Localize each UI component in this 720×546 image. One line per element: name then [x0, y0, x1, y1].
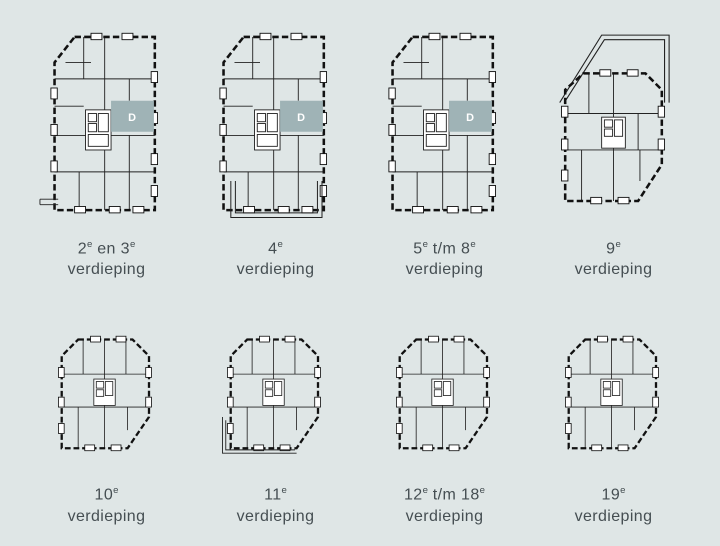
floorplan-drawing-9: [545, 26, 682, 222]
floor-label-5-8: 5e t/m 8e verdieping: [406, 234, 484, 280]
floor-label-9: 9e verdieping: [575, 234, 653, 280]
floorplan-cell-4: D 4e verdieping: [191, 26, 360, 280]
floor-label-12-18: 12e t/m 18e verdieping: [404, 480, 485, 526]
floorplan-cell-11: 11e verdieping: [191, 314, 360, 526]
floor-label-line2: verdieping: [67, 507, 146, 525]
floor-label-11: 11e verdieping: [237, 480, 315, 526]
floorplan-drawing-2-3: D: [39, 26, 175, 222]
base-plan-c: [58, 337, 151, 451]
floorplan-grid: D 2e en 3e verdieping D 4e verdieping: [22, 0, 720, 526]
floor-label-2-3: 2e en 3e verdieping: [68, 234, 146, 280]
floorplan-cell-9: 9e verdieping: [529, 26, 698, 280]
floorplan-drawing-12-18: [383, 328, 507, 468]
floorplan-cell-2-3: D 2e en 3e verdieping: [22, 26, 191, 280]
floor-label-line1: 9e: [606, 239, 621, 258]
floorplan-drawing-4: D: [207, 26, 344, 218]
floor-label-line1: 12e t/m 18e: [403, 485, 485, 504]
floor-label-line2: verdieping: [574, 507, 653, 525]
floorplan-cell-5-8: D 5e t/m 8e verdieping: [360, 26, 529, 280]
floorplan-cell-12-18: 12e t/m 18e verdieping: [360, 314, 529, 526]
floorplan-drawing-19: [552, 328, 676, 468]
floor-label-line2: verdieping: [236, 261, 315, 279]
floorplan-drawing-10: [45, 328, 169, 468]
ground-extension-outline: [39, 198, 59, 206]
floorplan-cell-10: 10e verdieping: [22, 314, 191, 526]
floor-label-line2: verdieping: [405, 507, 484, 525]
floor-label-line2: verdieping: [574, 261, 653, 279]
floor-label-4: 4e verdieping: [237, 234, 315, 280]
floor-label-line1: 5e t/m 8e: [413, 239, 476, 258]
unit-d-highlight: D: [449, 100, 492, 132]
floor-label-line1: 10e: [94, 485, 119, 504]
floor-label-line1: 11e: [264, 485, 287, 504]
unit-d-highlight: D: [111, 100, 154, 132]
floor-label-line2: verdieping: [236, 507, 315, 525]
unit-d-label: D: [128, 112, 136, 124]
floor-label-line2: verdieping: [67, 261, 146, 279]
base-plan-c: [227, 337, 320, 451]
floorplan-cell-19: 19e verdieping: [529, 314, 698, 526]
floor-label-line1: 19e: [601, 485, 626, 504]
unit-d-highlight: D: [280, 100, 323, 132]
floor-label-19: 19e verdieping: [575, 480, 653, 526]
floor-label-line1: 2e en 3e: [77, 239, 136, 258]
base-plan-c: [396, 337, 489, 451]
unit-d-label: D: [466, 112, 474, 124]
floor-label-line2: verdieping: [405, 261, 484, 279]
base-plan-c: [565, 337, 658, 451]
floorplan-drawing-5-8: D: [376, 26, 513, 222]
terrace-outline: [230, 180, 323, 218]
floorplan-drawing-11: [221, 328, 338, 454]
base-plan-b: [560, 35, 669, 204]
unit-d-label: D: [297, 112, 305, 124]
terrace-outline: [221, 417, 297, 454]
floor-label-line1: 4e: [268, 239, 283, 258]
floor-label-10: 10e verdieping: [68, 480, 146, 526]
